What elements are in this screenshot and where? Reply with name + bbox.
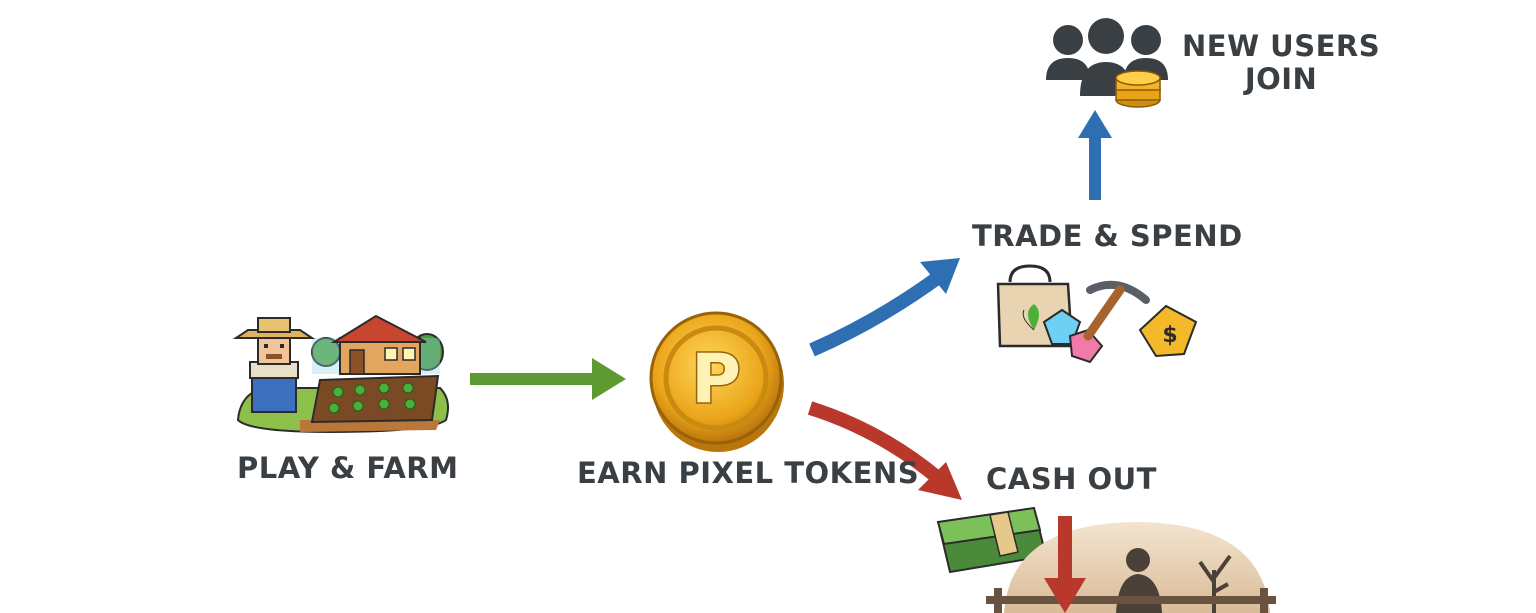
green-arrow <box>470 358 626 400</box>
blue-arrow-up-right <box>809 258 960 357</box>
price-tag-icon: $ <box>1138 304 1198 358</box>
farmer-farm-icon <box>232 314 449 434</box>
pickaxe-icon <box>1083 280 1150 341</box>
price-tag-symbol: $ <box>1162 323 1177 348</box>
cash-stack-icon <box>936 506 1048 574</box>
step-earn-tokens-label: EARN PIXEL TOKENS <box>577 456 920 490</box>
coin-stack-icon <box>1115 70 1161 108</box>
step-cash-out-label: CASH OUT <box>986 462 1157 496</box>
pixel-coin-icon: P <box>649 311 784 452</box>
red-arrow-down-right <box>807 401 962 500</box>
step-trade-spend-label: TRADE & SPEND <box>972 219 1243 253</box>
coin-letter: P <box>691 340 741 419</box>
new-users-line2: JOIN <box>1244 62 1318 97</box>
step-play-farm-label: PLAY & FARM <box>237 451 459 485</box>
gems-icon <box>1042 308 1104 364</box>
red-arrow-down <box>1044 516 1086 613</box>
blue-arrow-up <box>1078 110 1112 200</box>
step-new-users-label: NEW USERS JOIN <box>1182 29 1381 97</box>
new-users-line1: NEW USERS <box>1182 29 1381 63</box>
